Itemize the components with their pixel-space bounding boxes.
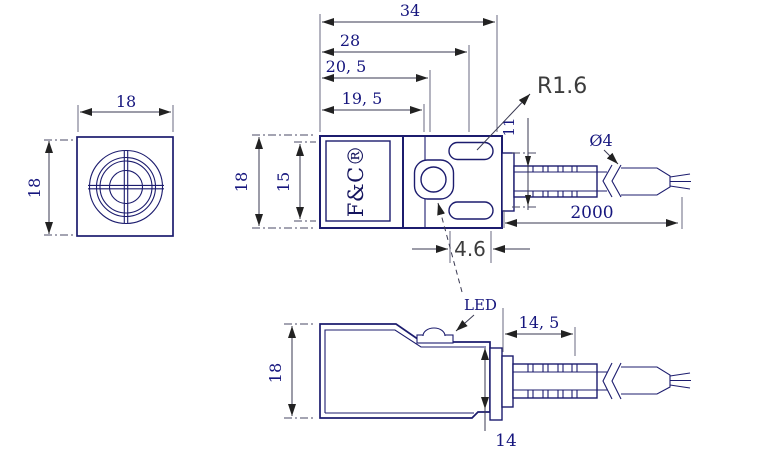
gland-length-dimension: 14, 5: [502, 308, 576, 356]
cable-diameter-callout: Ø4: [589, 131, 619, 165]
gland-height-label: 11: [500, 117, 518, 136]
front-view: 18 18: [25, 92, 174, 237]
sensor-offset-dimension: 4.6: [412, 231, 530, 263]
sensor-offset-label: 4.6: [454, 237, 486, 261]
tail-height-label: 14: [495, 431, 517, 451]
sensing-face-circles: [88, 149, 164, 225]
body-length-label: 28: [340, 31, 360, 50]
bottom-cable-break: [602, 362, 622, 400]
bottom-height-label: 18: [266, 363, 285, 383]
length-dimension-chain: 34 28 20, 5 19, 5: [319, 1, 498, 132]
cable-sheath: [621, 167, 671, 196]
led-callout: LED: [437, 202, 497, 332]
bottom-body-outline: [319, 323, 491, 419]
tail-height-dimension: 14: [481, 348, 517, 451]
bottom-cable-wires: [669, 372, 691, 389]
bottom-view: 18 14, 5 14: [266, 308, 691, 451]
front-height-dimension: 18: [25, 139, 75, 236]
cable-length-dimension: 2000: [503, 197, 683, 229]
top-view: F&C®: [232, 1, 691, 332]
led-plinth: [416, 334, 454, 344]
front-width-dimension: 18: [77, 92, 174, 132]
cable-break: [602, 164, 622, 198]
bottom-height-dimension: 18: [266, 323, 316, 419]
overall-length-label: 34: [400, 1, 420, 20]
brand-label: F&C®: [344, 145, 368, 217]
sensing-coil-circle: [420, 166, 447, 193]
bottom-cable-gland: [501, 355, 691, 408]
mounting-slot-top: [448, 141, 494, 161]
label-window-height-label: 15: [274, 172, 293, 192]
gland-length-label: 14, 5: [519, 313, 560, 332]
end-plate: [489, 347, 503, 421]
front-face-outline: [76, 136, 174, 237]
mounting-slot-bottom: [448, 201, 494, 220]
len-20-5-label: 20, 5: [326, 57, 367, 76]
gland-flange: [501, 152, 515, 212]
cable-diameter-label: Ø4: [589, 131, 612, 150]
crosshair: [88, 151, 164, 223]
gland-height-dimension: 11: [500, 117, 536, 210]
cable-wires: [669, 173, 691, 190]
slot-radius-label: R1.6: [537, 74, 587, 99]
height-dimensions: 18 15: [232, 134, 316, 229]
len-19-5-label: 19, 5: [342, 89, 383, 108]
led-dome: [422, 327, 446, 337]
bottom-cable-sheath: [621, 366, 671, 395]
body-height-label: 18: [232, 172, 251, 192]
bottom-gland-ribs: [527, 364, 578, 398]
cable-length-label: 2000: [570, 203, 613, 223]
bottom-body-inner: [324, 329, 486, 413]
slot-radius-callout: R1.6: [476, 74, 587, 151]
front-height-label: 18: [25, 178, 44, 198]
brand-label-box: [325, 140, 391, 222]
front-width-label: 18: [116, 92, 136, 111]
led-label: LED: [464, 296, 497, 314]
